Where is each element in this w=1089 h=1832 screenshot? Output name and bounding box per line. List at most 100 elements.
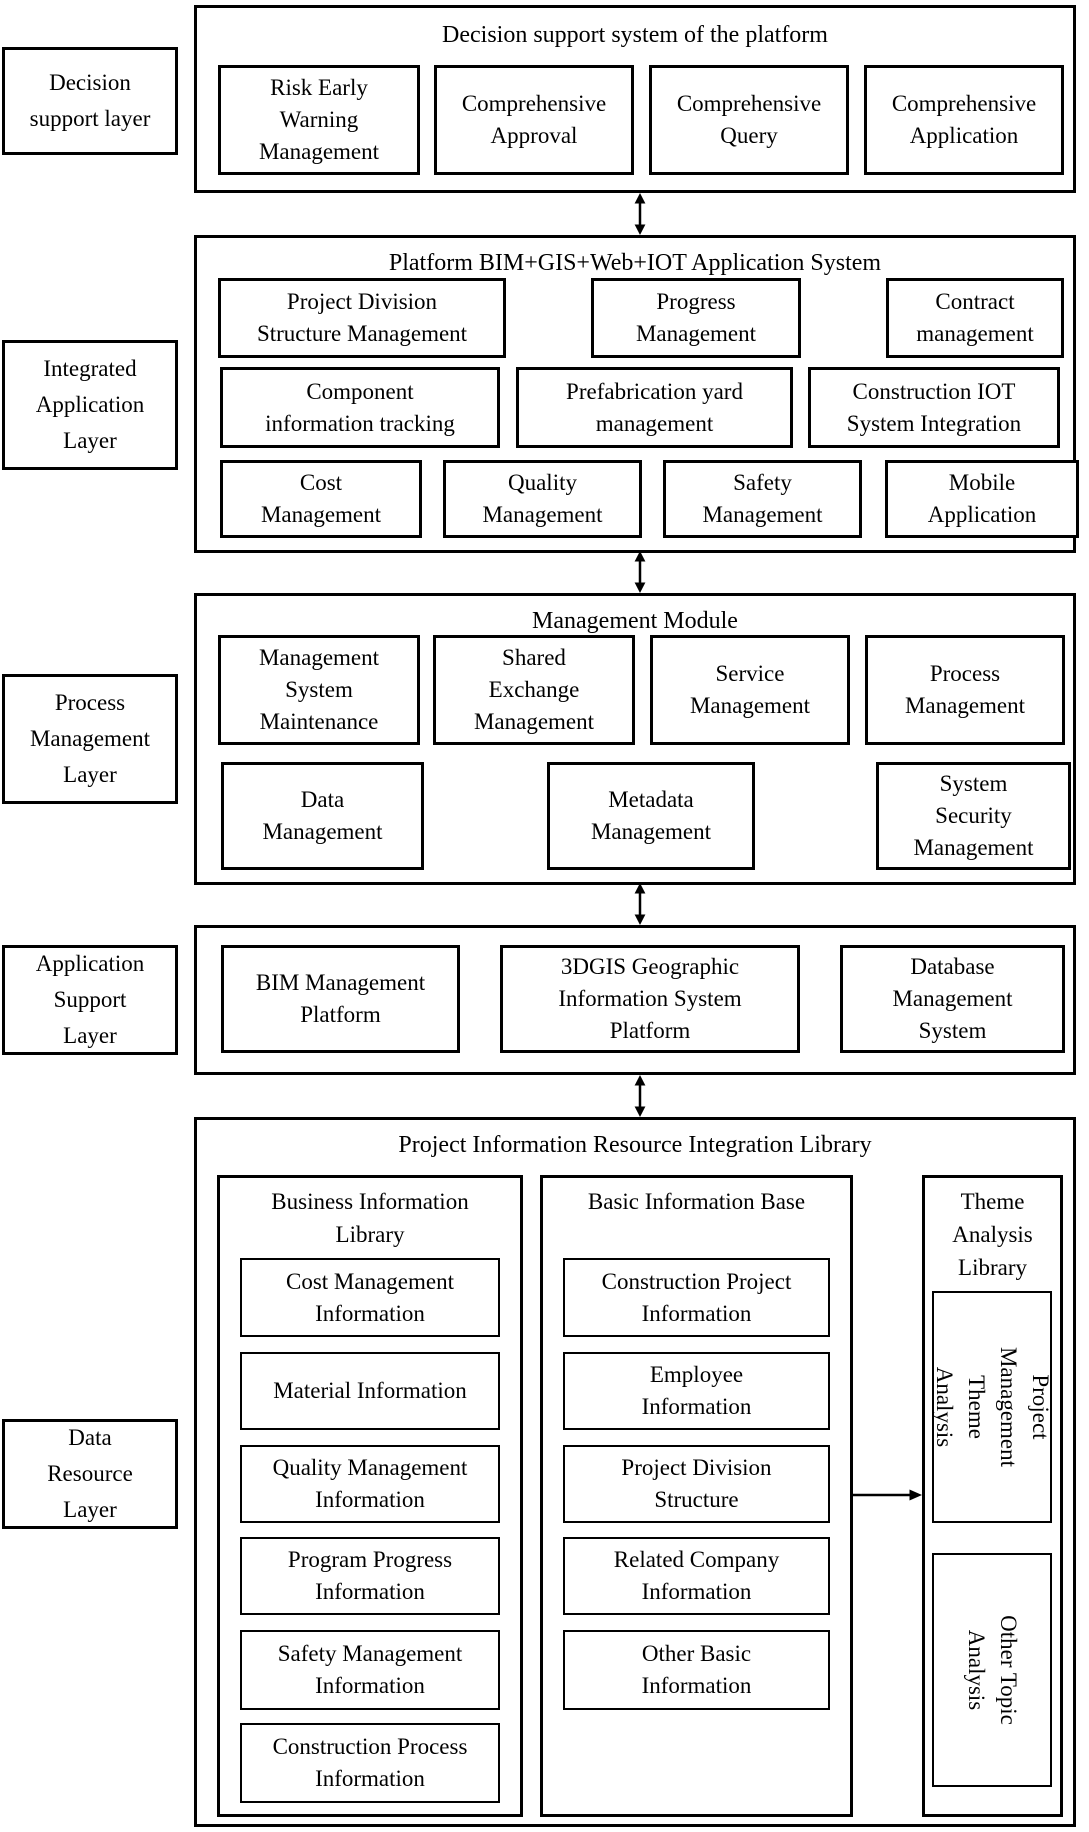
box-comprehensive-approval: Comprehensive Approval <box>434 65 634 175</box>
item-label: Project Division Structure <box>621 1455 772 1512</box>
column-header: Theme Analysis Library <box>952 1189 1033 1280</box>
layer-label-data-resource: Data Resource Layer <box>2 1419 178 1529</box>
box-component-information-tracking: Component information tracking <box>220 367 500 448</box>
column-header: Business Information Library <box>271 1189 469 1247</box>
box-bim-management-platform: BIM Management Platform <box>221 945 460 1053</box>
box-label: Management System Maintenance <box>258 645 380 734</box>
column-business-information-library: Business Information Library Cost Manage… <box>217 1175 523 1817</box>
box-label: System Security Management <box>913 771 1034 860</box>
double-arrow-icon <box>631 551 649 593</box>
box-mobile-application: Mobile Application <box>885 460 1079 538</box>
box-label: Comprehensive Approval <box>461 91 607 148</box>
box-metadata-management: Metadata Management <box>547 762 755 870</box>
item-label: Employee Information <box>641 1362 752 1419</box>
item-employee-information: Employee Information <box>563 1352 830 1430</box>
column-basic-information-base: Basic Information Base Construction Proj… <box>540 1175 853 1817</box>
section-title: Management Module <box>532 608 738 634</box>
item-label: Other Topic Analysis <box>964 1615 1021 1725</box>
item-label: Cost Management Information <box>286 1268 454 1326</box>
column-header: Basic Information Base <box>587 1189 806 1214</box>
item-cost-management-information: Cost Management Information <box>240 1258 500 1337</box>
box-comprehensive-query: Comprehensive Query <box>649 65 849 175</box>
box-label: 3DGIS Geographic Information System Plat… <box>558 954 742 1043</box>
layer-label-integrated-application: Integrated Application Layer <box>2 340 178 470</box>
item-label: Safety Management Information <box>277 1641 463 1698</box>
box-database-management-system: Database Management System <box>840 945 1065 1053</box>
box-system-security-management: System Security Management <box>876 762 1071 870</box>
box-label: Metadata Management <box>590 787 712 844</box>
box-label: Data Management <box>262 787 383 844</box>
box-prefabrication-yard-management: Prefabrication yard management <box>516 367 793 448</box>
item-label: Project Management Theme Analysis <box>932 1346 1054 1468</box>
item-project-division-structure: Project Division Structure <box>563 1445 830 1523</box>
box-label: Progress Management <box>635 289 757 346</box>
item-label: Other Basic Information <box>641 1641 752 1698</box>
item-related-company-information: Related Company Information <box>563 1537 830 1615</box>
box-label: Risk Early Warning Management <box>258 75 380 164</box>
layer-label-decision-support: Decision support layer <box>2 47 178 155</box>
box-label: BIM Management Platform <box>255 970 426 1027</box>
section-process-management: Management Module Management System Main… <box>194 593 1076 885</box>
box-shared-exchange-management: Shared Exchange Management <box>433 635 635 745</box>
box-progress-management: Progress Management <box>591 278 801 358</box>
section-title: Decision support system of the platform <box>442 22 828 48</box>
item-other-topic-analysis: Other Topic Analysis <box>932 1553 1052 1787</box>
layer-label-text: Application Support Layer <box>35 951 145 1048</box>
item-construction-project-information: Construction Project Information <box>563 1258 830 1337</box>
layer-label-text: Integrated Application Layer <box>35 356 145 453</box>
item-label: Program Progress Information <box>287 1547 453 1604</box>
layer-label-process-management: Process Management Layer <box>2 674 178 804</box>
section-data-resource: Project Information Resource Integration… <box>194 1117 1076 1827</box>
box-label: Construction IOT System Integration <box>846 378 1022 436</box>
box-label: Comprehensive Query <box>676 91 822 148</box>
double-arrow-icon <box>631 1075 649 1117</box>
box-data-management: Data Management <box>221 762 424 870</box>
section-application-support: BIM Management Platform 3DGIS Geographic… <box>194 925 1076 1075</box>
item-construction-process-information: Construction Process Information <box>240 1723 500 1803</box>
item-quality-management-information: Quality Management Information <box>240 1445 500 1523</box>
item-project-management-theme-analysis: Project Management Theme Analysis <box>932 1291 1053 1523</box>
box-3dgis-geographic-information-system-platform: 3DGIS Geographic Information System Plat… <box>500 945 800 1053</box>
box-label: Comprehensive Application <box>891 91 1037 148</box>
box-process-management: Process Management <box>865 635 1065 745</box>
item-material-information: Material Information <box>240 1352 500 1430</box>
box-cost-management: Cost Management <box>220 460 422 538</box>
double-arrow-icon <box>631 193 649 235</box>
section-integrated-application: Platform BIM+GIS+Web+IOT Application Sys… <box>194 235 1079 553</box>
box-label: Contract management <box>916 289 1034 346</box>
section-decision-support-system: Decision support system of the platform … <box>194 5 1076 193</box>
box-label: Shared Exchange Management <box>473 645 595 734</box>
layer-label-text: Decision support layer <box>29 70 151 131</box>
arrow-right-icon <box>852 1486 922 1504</box>
box-risk-early-warning-management: Risk Early Warning Management <box>218 65 420 175</box>
section-title: Platform BIM+GIS+Web+IOT Application Sys… <box>388 250 882 276</box>
box-management-system-maintenance: Management System Maintenance <box>218 635 420 745</box>
item-label: Quality Management Information <box>272 1455 468 1512</box>
box-project-division-structure-management: Project Division Structure Management <box>218 278 506 358</box>
box-label: Process Management <box>904 661 1026 718</box>
box-label: Component information tracking <box>265 378 455 436</box>
column-theme-analysis-library: Theme Analysis Library Project Managemen… <box>922 1175 1063 1817</box>
item-other-basic-information: Other Basic Information <box>563 1630 830 1710</box>
box-safety-management: Safety Management <box>663 460 862 538</box>
item-label: Material Information <box>273 1378 467 1403</box>
double-arrow-icon <box>631 883 649 925</box>
box-label: Prefabrication yard management <box>566 378 743 436</box>
box-label: Database Management System <box>892 954 1013 1043</box>
item-program-progress-information: Program Progress Information <box>240 1537 500 1615</box>
box-construction-iot-system-integration: Construction IOT System Integration <box>808 367 1060 448</box>
box-service-management: Service Management <box>650 635 850 745</box>
item-label: Construction Process Information <box>272 1734 468 1791</box>
box-comprehensive-application: Comprehensive Application <box>864 65 1064 175</box>
box-label: Cost Management <box>260 470 382 527</box>
box-label: Safety Management <box>702 470 823 527</box>
item-safety-management-information: Safety Management Information <box>240 1630 500 1710</box>
layer-label-text: Data Resource Layer <box>47 1425 133 1522</box>
layer-label-text: Process Management Layer <box>29 690 151 787</box>
box-contract-management: Contract management <box>886 278 1064 358</box>
box-label: Project Division Structure Management <box>256 289 468 346</box>
layer-label-application-support: Application Support Layer <box>2 945 178 1055</box>
box-label: Mobile Application <box>927 470 1037 527</box>
box-label: Service Management <box>689 661 811 718</box>
